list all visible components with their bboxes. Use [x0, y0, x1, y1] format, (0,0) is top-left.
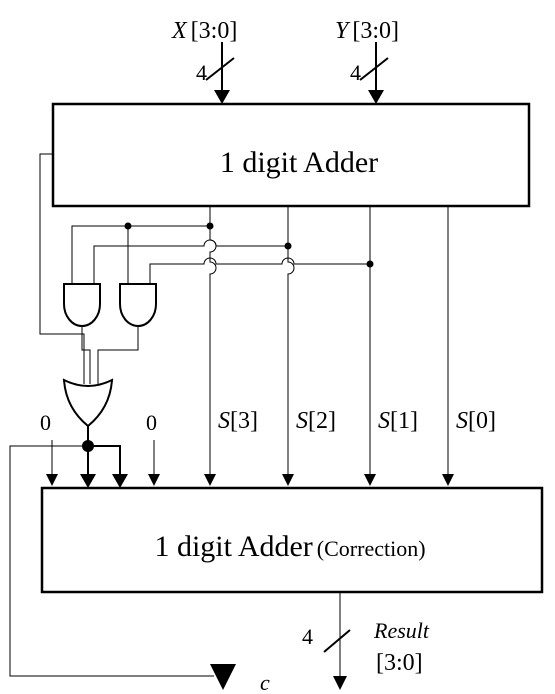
and2-out-wire: [97, 326, 139, 384]
or-gate: [62, 378, 114, 428]
input-x-width: 4: [196, 60, 207, 85]
s1-tap-wire: [149, 257, 370, 290]
s3-wire: [209, 206, 217, 474]
zero-left-label: 0: [40, 410, 51, 435]
input-x-bus: 4: [196, 42, 235, 104]
top-adder-box: [51, 102, 531, 208]
correction-adder-box: [40, 486, 544, 594]
correction-adder-label: 1 digit Adder(Correction): [154, 530, 425, 563]
sum-label-s3: S[3]: [218, 408, 258, 434]
carry-out-arrow: [210, 664, 236, 690]
s3-tap-wire: [71, 225, 210, 290]
input-y-label: Y[3:0]: [335, 18, 399, 44]
carry-out-wire: [9, 445, 214, 677]
result-bus: 4: [302, 592, 351, 690]
and-gate-2: [119, 283, 157, 327]
zero-right-label: 0: [146, 410, 157, 435]
result-width: 4: [302, 624, 313, 649]
correction-bit-wire: [88, 445, 121, 474]
sum-label-s2: S[2]: [296, 408, 336, 434]
top-adder-label: 1 digit Adder: [220, 146, 378, 179]
and1-out-wire: [81, 326, 91, 384]
sum-label-s0: S[0]: [456, 408, 496, 434]
top-carry-wire: [39, 153, 85, 384]
sum-label-s1: S[1]: [378, 408, 418, 434]
result-range: [3:0]: [376, 650, 423, 676]
and-gate-1: [63, 283, 101, 327]
input-y-bus: 4: [350, 42, 389, 104]
input-x-label: X[3:0]: [171, 18, 237, 44]
s2-wire: [287, 206, 295, 474]
input-y-width: 4: [350, 60, 361, 85]
result-label: Result: [373, 618, 430, 643]
s2-tap-wire: [93, 239, 288, 290]
carry-label: c: [260, 670, 270, 694]
